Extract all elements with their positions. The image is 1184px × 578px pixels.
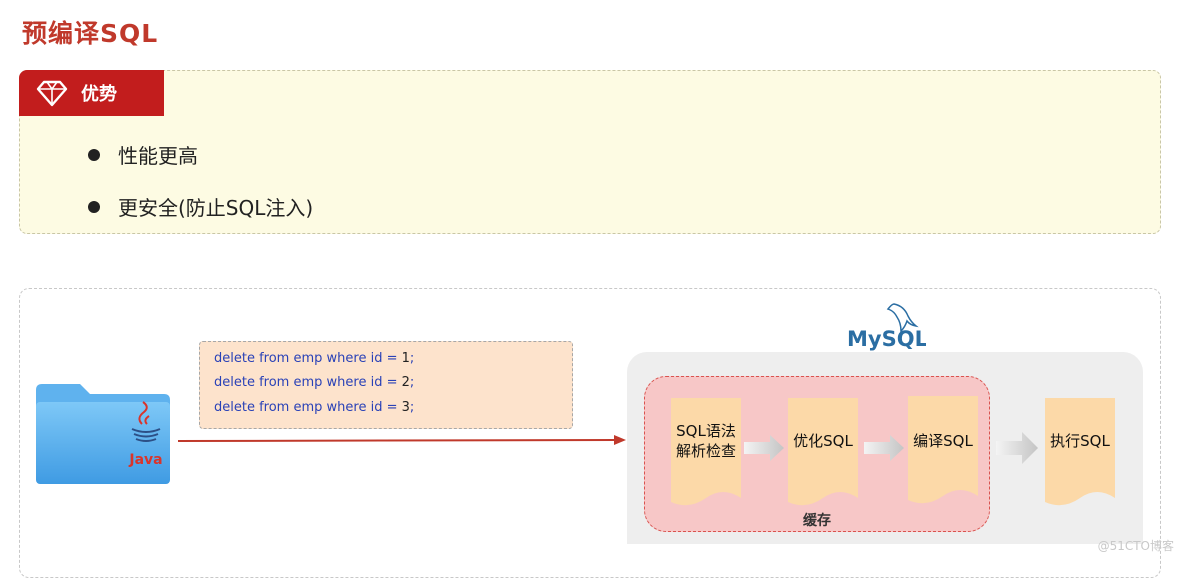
mysql-logo-icon: MySQL [847,303,926,351]
compile-step-doc [908,396,978,504]
advantage-text: 性能更高 [118,144,198,168]
sql-line: delete from emp where id = 1; [214,351,415,366]
flow-arrow-icon [744,435,784,461]
bullet-icon [88,148,100,161]
execute-step-doc [1045,398,1115,506]
advantages-panel [19,70,1161,234]
sql-statements-box [199,341,573,429]
page-title: 预编译SQL [22,19,159,48]
flow-arrow-icon [996,432,1038,464]
cache-label: 缓存 [803,513,831,529]
flow-arrow-icon [864,435,904,461]
request-arrow [178,435,626,445]
sql-line: delete from emp where id = 2; [214,375,415,390]
optimize-step-doc [788,398,858,506]
execute-step-label: 执行SQL [1050,432,1110,450]
advantage-item: 性能更高 [88,140,198,169]
java-folder-icon: Java [36,384,170,484]
diamond-icon [36,80,68,107]
bullet-icon [88,200,100,213]
java-label: Java [128,452,162,468]
advantage-item: 更安全(防止SQL注入) [88,192,313,221]
watermark: @51CTO博客 [1097,539,1174,553]
advantage-text: 更安全(防止SQL注入) [118,196,314,220]
parse-step-doc [671,398,741,506]
advantages-tag: 优势 [19,70,164,116]
compile-step-label: 编译SQL [913,432,973,450]
advantages-label: 优势 [81,84,117,105]
optimize-step-label: 优化SQL [793,432,853,450]
sql-line: delete from emp where id = 3; [214,400,415,415]
mysql-logo-text: MySQL [847,327,926,351]
parse-step-label: SQL语法 解析检查 [675,422,736,460]
